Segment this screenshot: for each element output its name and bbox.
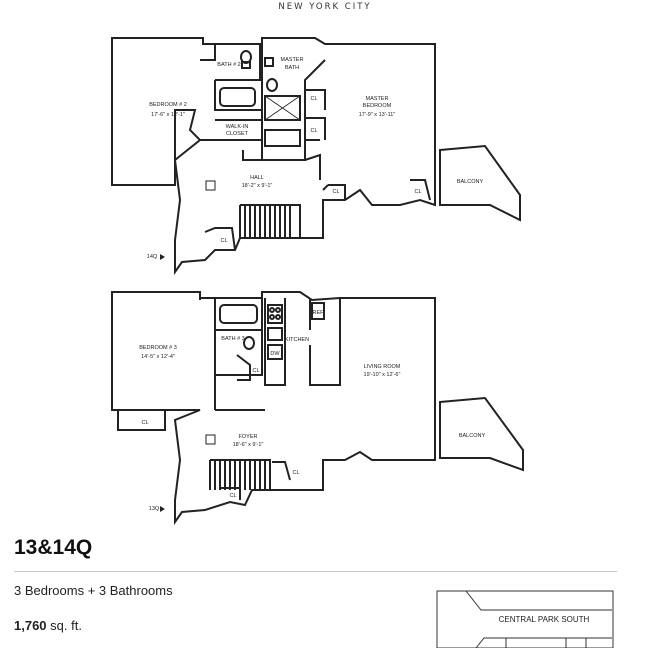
hall-name: HALL xyxy=(250,175,264,181)
upper-balcony-label: BALCONY xyxy=(457,179,484,185)
lower-outer-wall xyxy=(111,291,436,526)
lower-closet-2: CL xyxy=(252,368,259,374)
lower-closet-1: CL xyxy=(141,420,148,426)
master-bedroom-name2: BEDROOM xyxy=(363,103,392,109)
upper-closet-3: CL xyxy=(332,189,339,195)
lower-closet-3: CL xyxy=(292,470,299,476)
key-map-frame xyxy=(436,590,614,648)
upper-floor-labels: BEDROOM # 2 17'-6" x 12'-1" BATH # 2 MAS… xyxy=(147,57,484,260)
key-map: CENTRAL PARK SOUTH xyxy=(436,590,614,648)
master-bedroom-dims: 17'-9" x 13'-11" xyxy=(359,112,396,118)
bath3-name: BATH # 3 xyxy=(221,336,244,342)
lower-balcony xyxy=(439,396,524,472)
area-value: 1,760 xyxy=(14,618,47,633)
ref-label: REF xyxy=(313,310,325,316)
key-map-buildings xyxy=(505,638,587,648)
area-unit: sq. ft. xyxy=(46,618,82,633)
upper-marker-arrow xyxy=(160,254,165,260)
upper-closet-4: CL xyxy=(414,189,421,195)
key-map-street: CENTRAL PARK SOUTH xyxy=(499,615,590,624)
lower-marker-arrow xyxy=(160,506,165,512)
key-map-lower-edge xyxy=(475,637,612,648)
living-name: LIVING ROOM xyxy=(364,364,401,370)
upper-marker: 14Q xyxy=(147,254,158,260)
key-map-street-edge xyxy=(465,590,612,611)
upper-closet-1: CL xyxy=(310,96,317,102)
walkin-name1: WALK-IN xyxy=(226,124,249,130)
hall-dims: 18'-2" x 9'-1" xyxy=(242,183,273,189)
floor-plans: BEDROOM # 2 17'-6" x 12'-1" BATH # 2 MAS… xyxy=(111,37,524,526)
bedroom2-name: BEDROOM # 2 xyxy=(149,102,187,108)
lower-closet-4: CL xyxy=(229,493,236,499)
foyer-dims: 18'-6" x 9'-1" xyxy=(233,442,264,448)
city-label: NEW YORK CITY xyxy=(278,2,372,12)
master-bath-name1: MASTER xyxy=(281,57,304,63)
upper-closet-2: CL xyxy=(310,128,317,134)
master-bath-name2: BATH xyxy=(285,65,299,71)
upper-closet-5: CL xyxy=(220,238,227,244)
kitchen-name: KITCHEN xyxy=(285,337,309,343)
dw-label: DW xyxy=(270,351,280,357)
bath2-name: BATH # 2 xyxy=(217,62,240,68)
foyer-name: FOYER xyxy=(239,434,258,440)
bedroom2-dims: 17'-6" x 12'-1" xyxy=(151,112,185,118)
bedroom3-dims: 14'-5" x 12'-4" xyxy=(141,354,175,360)
bedrooms-bathrooms: 3 Bedrooms + 3 Bathrooms xyxy=(14,583,173,598)
lower-marker: 13Q xyxy=(149,506,160,512)
upper-balcony xyxy=(439,144,521,222)
living-dims: 19'-10" x 12'-6" xyxy=(364,372,401,378)
master-bedroom-name1: MASTER xyxy=(366,96,389,102)
walkin-name2: CLOSET xyxy=(226,131,249,137)
upper-floor-plan xyxy=(111,37,521,276)
bedroom3-name: BEDROOM # 3 xyxy=(139,345,177,351)
divider xyxy=(14,571,617,572)
unit-title: 13&14Q xyxy=(14,536,93,559)
lower-floor-plan xyxy=(111,291,524,526)
upper-outer-wall xyxy=(111,37,436,276)
area: 1,760 sq. ft. xyxy=(14,618,82,633)
lower-floor-labels: BEDROOM # 3 14'-5" x 12'-4" BATH # 3 KIT… xyxy=(139,310,485,512)
lower-balcony-label: BALCONY xyxy=(459,433,486,439)
